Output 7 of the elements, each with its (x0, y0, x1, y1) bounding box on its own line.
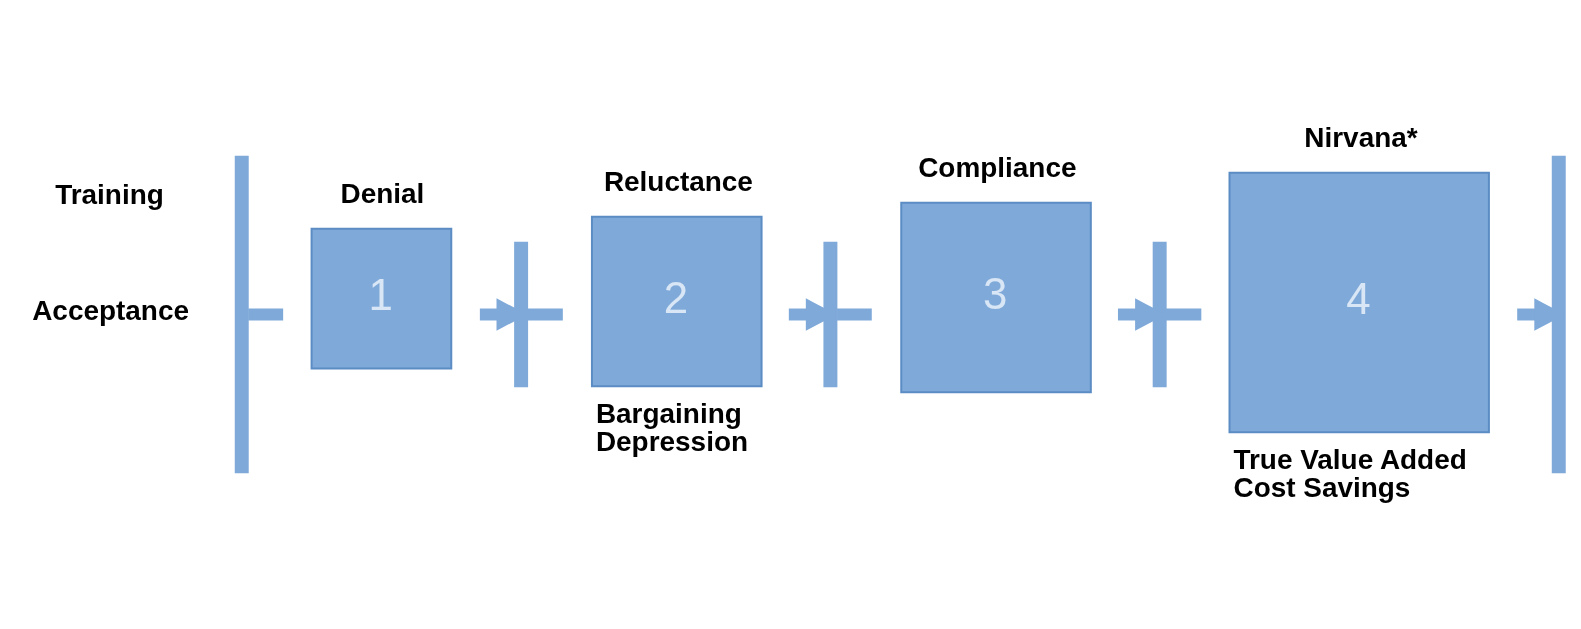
label: Training (55, 179, 164, 211)
label: Acceptance (32, 294, 189, 326)
node-label: Reluctance (603, 166, 753, 198)
node-label: Denial (340, 178, 425, 210)
node-label: Compliance (918, 152, 1077, 184)
node-label: Nirvana* (1304, 122, 1418, 154)
node-label: Bargaining (595, 397, 742, 429)
